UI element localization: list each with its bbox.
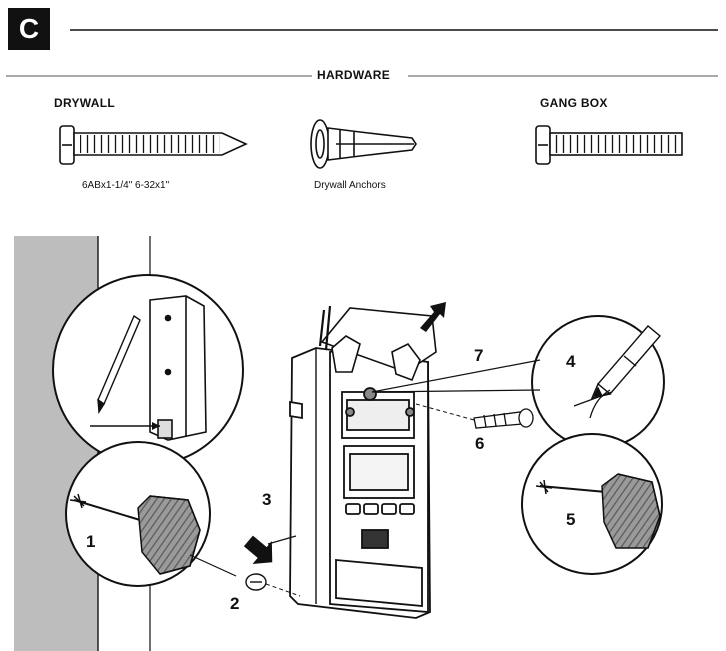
section-badge: C [8, 8, 50, 50]
drywall-screw-icon [59, 125, 248, 165]
gang-box-screw-icon [535, 125, 683, 165]
step-6-label: 6 [475, 434, 485, 453]
gang-box-label: GANG BOX [540, 96, 608, 110]
step-4-label: 4 [566, 352, 576, 371]
dashed-guide-2 [265, 583, 301, 597]
callout-line-1 [189, 554, 237, 577]
drywall-label: DRYWALL [54, 96, 115, 110]
drill-icon-right [535, 473, 661, 549]
pencil-mark [573, 389, 613, 419]
drywall-anchor-icon [310, 119, 417, 169]
wire [324, 305, 332, 351]
mounting-screw-icon [245, 573, 267, 591]
wire-2 [318, 309, 326, 347]
anchors-caption: Drywall Anchors [314, 180, 386, 191]
detail-circle-mark [52, 274, 244, 466]
step-3-label: 3 [262, 490, 272, 509]
anchor-screw-icon [473, 408, 534, 429]
callout-line-7a [371, 359, 541, 393]
pencil-icon [97, 314, 141, 415]
step-1-label: 1 [86, 532, 96, 551]
hardware-heading: HARDWARE [317, 68, 391, 82]
wall-control-unit [289, 347, 431, 619]
control-back-plate [149, 295, 207, 441]
step-7-label: 7 [474, 346, 484, 365]
pencil-icon-right [590, 325, 661, 399]
dashed-guide-6 [415, 403, 475, 421]
step-2-label: 2 [230, 594, 240, 613]
step-5-label: 5 [566, 510, 576, 529]
drill-icon [69, 493, 201, 575]
push-arrow-icon [243, 535, 273, 565]
screw-caption: 6ABx1-1/4" 6-32x1" [82, 180, 170, 191]
callout-line-7b [371, 389, 541, 393]
lift-arrow-icon [420, 302, 446, 332]
control-cover [320, 307, 437, 382]
callout-line-3 [267, 535, 297, 545]
